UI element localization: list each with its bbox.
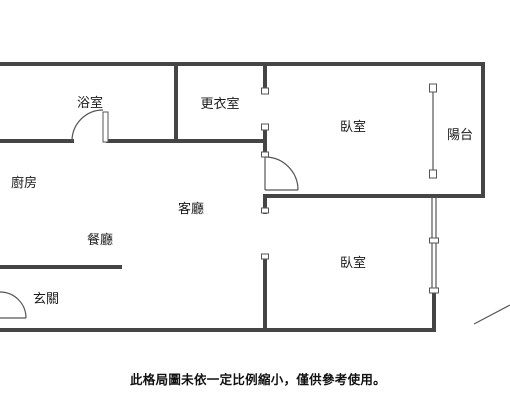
jamb-balcony-bottom — [429, 169, 437, 179]
room-labels: 浴室 更衣室 臥室 陽台 廚房 客廳 餐廳 臥室 玄關 — [11, 95, 473, 307]
door-entrance — [0, 291, 27, 319]
jamb-dressing-bottom — [261, 123, 269, 131]
jamb-window-bottom — [429, 287, 439, 294]
label-bedroom-top: 臥室 — [340, 119, 366, 135]
label-kitchen: 廚房 — [11, 175, 37, 191]
label-living-room: 客廳 — [178, 201, 204, 217]
jamb-balcony-top — [429, 83, 437, 93]
label-dressing-room: 更衣室 — [200, 96, 239, 112]
door-jambs — [102, 83, 439, 294]
label-balcony: 陽台 — [447, 128, 473, 143]
label-bedroom-bottom: 臥室 — [340, 255, 366, 271]
stair-fragment — [473, 304, 510, 325]
jamb-bedroom2-bottom — [261, 253, 269, 260]
window-bedroom — [431, 196, 437, 292]
walls — [0, 62, 485, 332]
jamb-window-top — [429, 237, 439, 244]
doors — [0, 109, 299, 319]
jamb-bedroom2-top — [261, 207, 269, 214]
jamb-bedroom-door — [261, 151, 269, 158]
label-bathroom: 浴室 — [77, 95, 103, 111]
label-entrance: 玄關 — [33, 292, 59, 307]
disclaimer-text: 此格局圖未依一定比例縮小，僅供參考使用。 — [130, 372, 386, 387]
jamb-bath-door — [102, 111, 109, 143]
door-bathroom — [71, 109, 104, 142]
jamb-dressing-top — [261, 87, 269, 95]
door-bedroom — [264, 156, 299, 191]
label-dining-room: 餐廳 — [87, 232, 113, 248]
